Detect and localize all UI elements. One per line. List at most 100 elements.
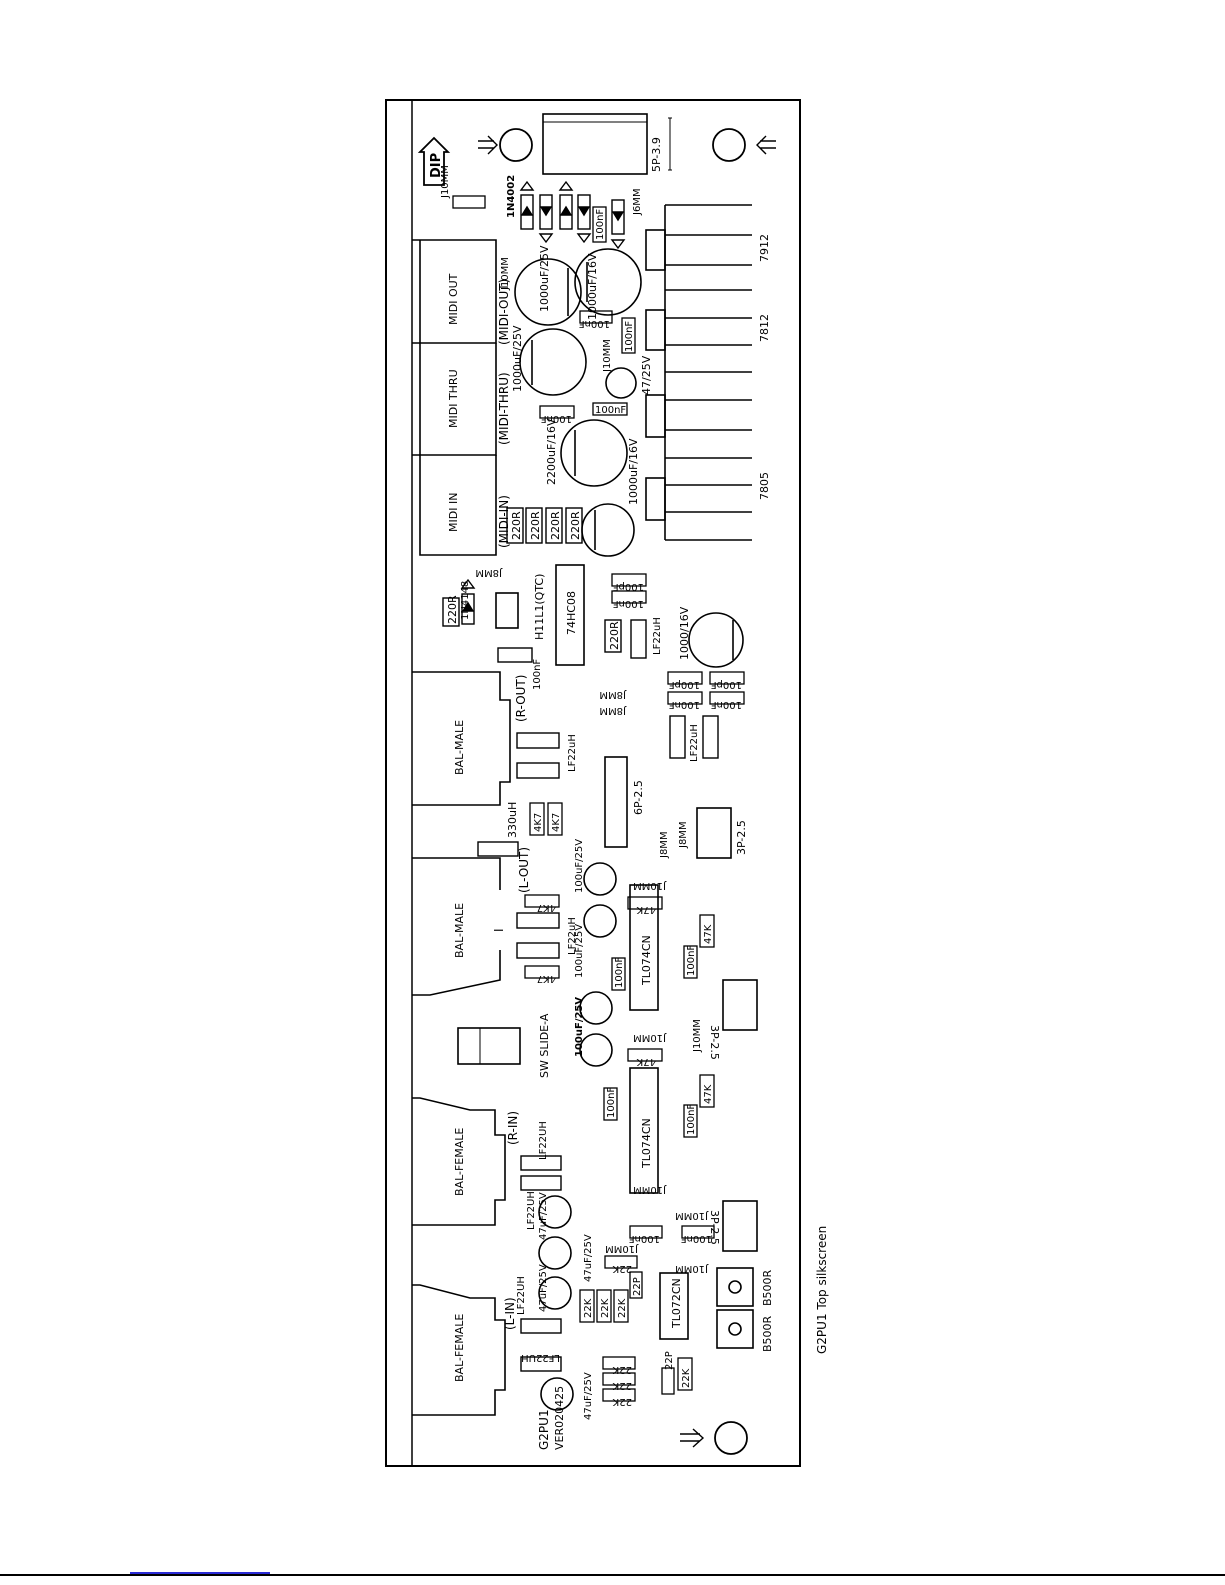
reg-7912-label: 7912 <box>758 234 771 262</box>
cap-label: 1000/16V <box>678 606 691 660</box>
cap-label: 47uF/25V <box>538 1264 549 1312</box>
ic-h11l1-label: H11L1(QTC) <box>533 574 546 640</box>
cap-1000-16v <box>688 612 744 668</box>
page-caption: G2PU1 Top silkscreen <box>815 1226 829 1354</box>
dip-marker: DIP <box>417 136 451 186</box>
jumper-label: J10MM <box>675 1263 709 1274</box>
res-22k-label: 22K <box>612 1396 632 1407</box>
diode-1n4148 <box>460 578 476 625</box>
mounting-hole <box>714 1421 748 1455</box>
audio-connectors <box>412 671 511 1416</box>
inductor-label: LF22UH <box>526 1191 537 1230</box>
header-3p-label: 3P-2.5 <box>708 1025 721 1060</box>
ic-tl072-label: TL072CN <box>670 1278 683 1329</box>
cap-label: 1000uF/25V <box>511 325 524 392</box>
ic-tl074-a-label: TL074CN <box>640 935 653 986</box>
ic-tl072 <box>659 1272 689 1340</box>
footer-link-underline[interactable] <box>130 1572 270 1574</box>
res-220r-label: 220R <box>549 511 562 540</box>
cap-47uf-r-in <box>538 1195 572 1229</box>
mounting-hole <box>712 128 746 162</box>
cap-100nf-label: 100nF <box>686 945 697 976</box>
trim-pots <box>716 1267 754 1349</box>
cap-label: 2200uF/16V <box>545 418 558 485</box>
res-47k-label: 47K <box>636 1056 656 1067</box>
res-22k-label: 22K <box>612 1263 632 1274</box>
jumper-label: J10MM <box>602 339 613 373</box>
cap-label: 47uF/25V <box>583 1372 594 1420</box>
res-220r-label: 220R <box>529 511 542 540</box>
net-l-out: (L-OUT) <box>517 847 531 893</box>
pot-label: B500R <box>761 1315 774 1352</box>
jumper-label: J6MM <box>632 188 643 216</box>
cap-label: 1000uF/16V <box>627 438 640 505</box>
net-r-out: (R-OUT) <box>514 675 528 722</box>
jumper-label: J10MM <box>675 1210 709 1221</box>
slide-switch: SW SLIDE-A <box>457 1013 551 1078</box>
jumper-label: J10MM <box>605 1243 639 1254</box>
jumper-label: J10MM <box>633 1184 667 1195</box>
net-l-in: (L-IN) <box>503 1297 517 1330</box>
cap-100nf-label: 100nF <box>624 321 635 352</box>
cap-100uf-sw-a <box>579 991 613 1025</box>
midi-out-label: MIDI OUT <box>447 273 460 325</box>
cap-label: 100uF/25V <box>574 839 585 893</box>
inductor-label: 330uH <box>506 802 519 838</box>
res-220r-label: 220R <box>569 511 582 540</box>
cap-100uf-sw-b <box>579 1033 613 1067</box>
reg-7812-label: 7812 <box>758 314 771 342</box>
res-22k-label: 22K <box>583 1298 594 1318</box>
cap-label: 100uF/25V <box>574 924 585 978</box>
regulator-heatsinks <box>645 204 752 541</box>
ic-tl074-b <box>629 1067 659 1194</box>
jumper-label: J8MM <box>678 821 689 849</box>
cap-100nf-label: 100nF <box>606 1087 617 1118</box>
header-3p-label: 3P-2.5 <box>708 1210 721 1245</box>
inductors <box>477 619 719 1372</box>
arrow-icon <box>756 135 776 155</box>
pot-b500r-b <box>716 1309 754 1349</box>
cap-100nf-label: 100nF <box>579 318 610 329</box>
res-4k7-label: 4K7 <box>551 813 562 832</box>
cap-22p-label: 22P <box>632 1277 643 1296</box>
res-22k-label: 22K <box>612 1364 632 1375</box>
ic-74hc08-label: 74HC08 <box>565 591 578 635</box>
jumper-label: J10MM <box>633 880 667 891</box>
inductor-label: LF22UH <box>538 1121 549 1160</box>
cap-100nf-label: 100nF <box>681 1233 712 1244</box>
cap-100pf-label: 100pF <box>711 679 742 690</box>
inductor-label: LF22uH <box>567 917 578 955</box>
header-3p-c <box>722 1200 758 1252</box>
res-47k-label: 47K <box>636 904 656 915</box>
connector-5p: 5P-3.9 <box>542 113 672 175</box>
inductor-label: LF22uH <box>652 617 663 655</box>
reg-7805-label: 7805 <box>758 472 771 500</box>
cap-100nf-label: 100nF <box>613 598 644 609</box>
net-midi-out: (MIDI-OUT) <box>497 279 511 345</box>
electrolytic-caps <box>514 248 744 1411</box>
jumper-label: J10MM <box>692 1019 703 1053</box>
jumper-label: J10MM <box>440 165 451 199</box>
insertion-arrows <box>478 135 776 1448</box>
cap-1000uf-25v-b <box>519 328 587 396</box>
res-4k7-label: 4K7 <box>533 813 544 832</box>
cap-100uf-l-out-b <box>583 904 617 938</box>
diode-1n4002-label: 1N4002 <box>506 175 517 218</box>
midi-connectors <box>412 239 497 556</box>
cap-47uf-l-in <box>538 1276 572 1310</box>
diode-1n4148-label: 1N4148 <box>460 581 471 620</box>
mounting-holes <box>499 128 748 1455</box>
ic-h11l1 <box>495 592 519 629</box>
midi-in-label: MIDI IN <box>447 493 460 532</box>
header-6p <box>604 756 628 848</box>
header-3p-b <box>722 979 758 1031</box>
cap-label: 47/25V <box>640 355 653 395</box>
res-4k7-label: 4K7 <box>537 973 556 984</box>
small-caps <box>539 206 745 1395</box>
net-midi-in: (MIDI-IN) <box>497 495 511 548</box>
pot-label: B500R <box>761 1269 774 1306</box>
net-midi-thru: (MIDI-THRU) <box>497 372 511 445</box>
res-22k-label: 22K <box>612 1380 632 1391</box>
header-strip <box>497 647 533 663</box>
